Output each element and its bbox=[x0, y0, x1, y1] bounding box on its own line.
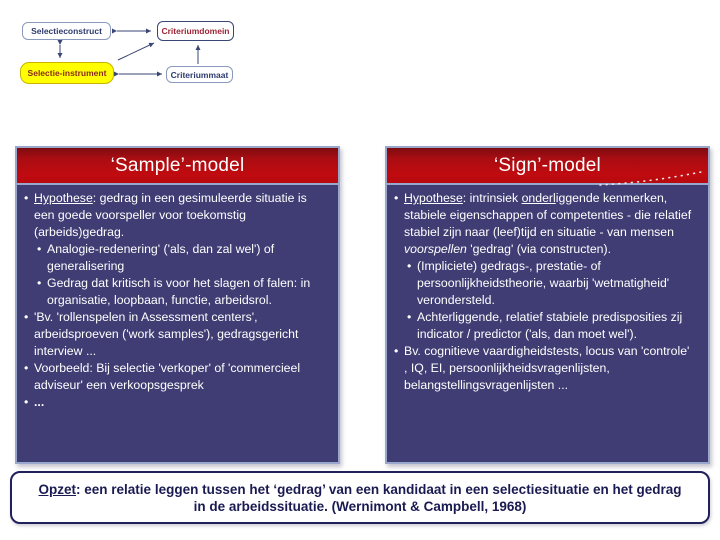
sample-model-title: ‘Sample’-model bbox=[110, 154, 245, 176]
diagram-arrows bbox=[57, 28, 201, 77]
diagram-box-label: Criteriummaat bbox=[170, 69, 229, 80]
dotted-arc-decoration bbox=[599, 170, 707, 186]
bullet-item: •Gedrag dat kritisch is voor het slagen … bbox=[37, 276, 311, 307]
bullet-item: •Hypothese: intrinsiek onderliggende ken… bbox=[394, 191, 692, 256]
construct-diagram: Selectieconstruct Criteriumdomein Select… bbox=[10, 12, 265, 100]
bullet-item: •Voorbeeld: Bij selectie 'verkoper' of '… bbox=[24, 361, 301, 392]
bullet-item: •Bv. cognitieve vaardigheidstests, locus… bbox=[394, 344, 690, 392]
sign-model-title: ‘Sign’-model bbox=[494, 154, 601, 176]
diagram-box-criteriumdomein: Criteriumdomein bbox=[157, 21, 234, 41]
diagram-box-label: Selectie-instrument bbox=[27, 68, 107, 78]
opzet-text: Opzet: een relatie leggen tussen het ‘ge… bbox=[38, 481, 682, 514]
diagram-box-label: Selectieconstruct bbox=[31, 26, 102, 36]
sample-model-panel: ‘Sample’-model •Hypothese: gedrag in een… bbox=[15, 146, 340, 464]
sample-model-body: •Hypothese: gedrag in een gesimuleerde s… bbox=[17, 185, 338, 415]
bullet-item: •Achterliggende, relatief stabiele predi… bbox=[407, 310, 683, 341]
arrow-selectie-instrument-criteriumdomein bbox=[117, 42, 155, 61]
bullet-item: •Analogie-redenering' ('als, dan zal wel… bbox=[37, 242, 275, 273]
diagram-box-label: Criteriumdomein bbox=[161, 26, 230, 36]
diagram-box-criteriummaat: Criteriummaat bbox=[166, 66, 233, 83]
opzet-box: Opzet: een relatie leggen tussen het ‘ge… bbox=[10, 471, 710, 524]
sign-model-body: •Hypothese: intrinsiek onderliggende ken… bbox=[387, 185, 708, 398]
sign-model-header: ‘Sign’-model bbox=[387, 148, 708, 186]
bullet-item: •(Impliciete) gedrags-, prestatie- of pe… bbox=[407, 259, 670, 307]
diagram-box-selectieconstruct: Selectieconstruct bbox=[22, 22, 111, 40]
diagram-box-selectie-instrument: Selectie-instrument bbox=[20, 62, 114, 84]
sample-model-header: ‘Sample’-model bbox=[17, 148, 338, 185]
bullet-item: •'Bv. 'rollenspelen in Assessment center… bbox=[24, 310, 299, 358]
bullet-item: •Hypothese: gedrag in een gesimuleerde s… bbox=[24, 191, 307, 239]
bullet-item: •... bbox=[24, 395, 45, 409]
sign-model-panel: ‘Sign’-model •Hypothese: intrinsiek onde… bbox=[385, 146, 710, 464]
